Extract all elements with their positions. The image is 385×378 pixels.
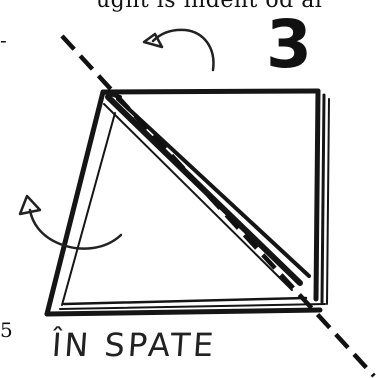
fold-dashed-line (60, 34, 376, 378)
cropped-margin-char-bottom: 5 (0, 318, 13, 342)
paper-outline (44, 88, 330, 317)
instruction-caption: ÎN SPATE (50, 326, 218, 364)
cropped-margin-char-top: - (0, 28, 7, 52)
curved-arrow-left-icon (142, 28, 215, 72)
step-number: 3 (266, 6, 312, 83)
cropped-header-text: ught is indent od al (96, 0, 323, 13)
curved-arrow-up-icon (18, 194, 123, 250)
